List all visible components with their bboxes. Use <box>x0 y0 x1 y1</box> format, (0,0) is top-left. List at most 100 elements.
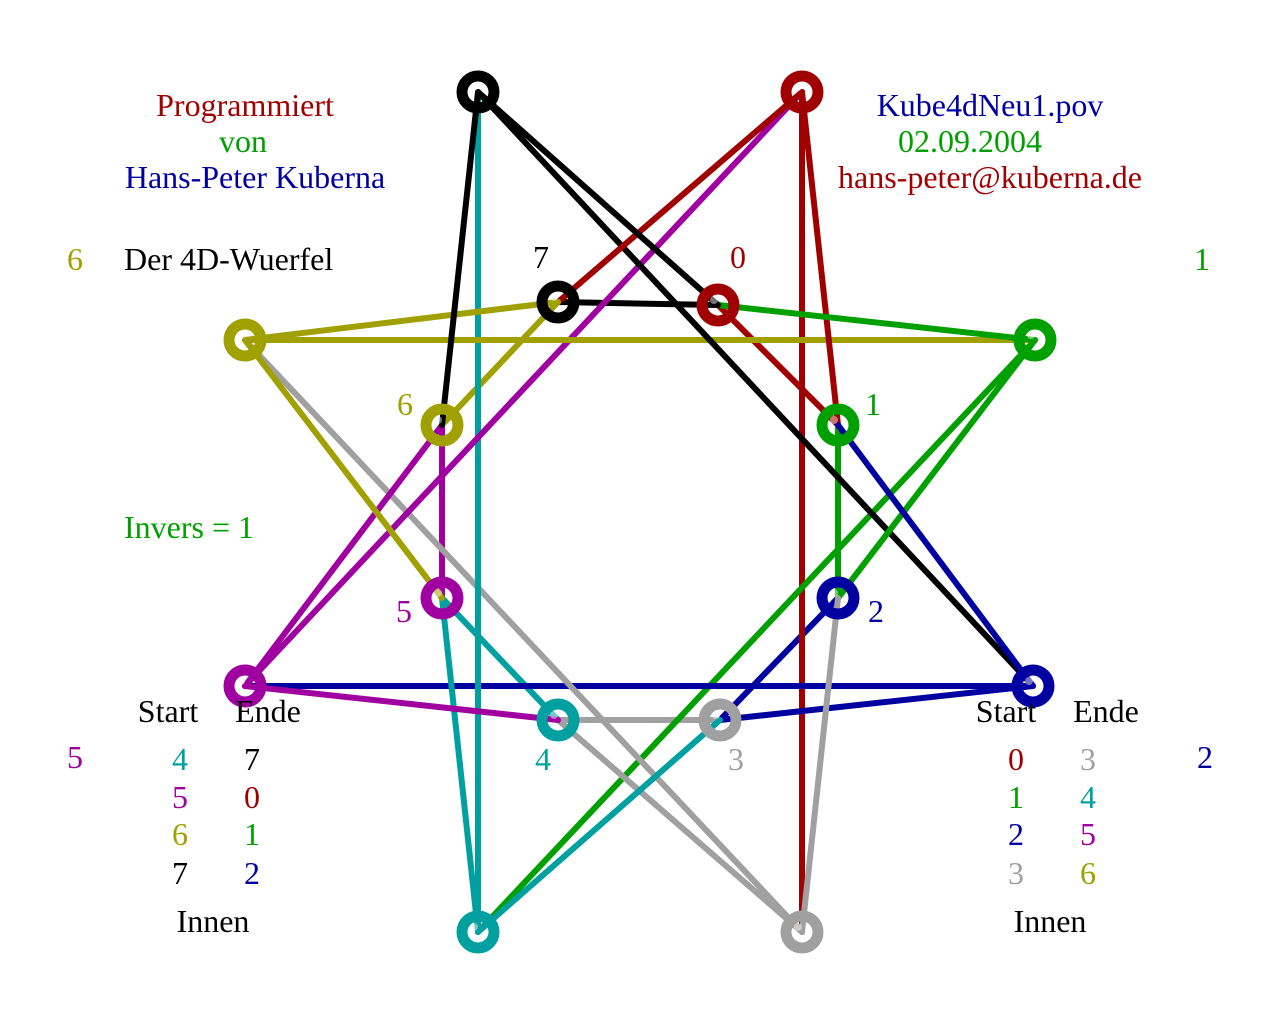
edge-o1-o4 <box>475 337 1038 935</box>
node-label-6: 6 <box>397 386 413 422</box>
node-highlight <box>794 923 802 931</box>
node-label-3: 3 <box>728 741 744 777</box>
header-right-line3: hans-peter@kuberna.de <box>838 159 1142 195</box>
edge-o4-i5 <box>439 595 481 935</box>
right-row-start: 0 <box>1008 741 1024 777</box>
node-ring-o4 <box>456 910 500 954</box>
edge-o1-i2 <box>835 337 1038 601</box>
edge-o0-i1 <box>799 89 841 428</box>
header-left-line1: Programmiert <box>156 87 334 123</box>
right-row-end: 3 <box>1080 741 1096 777</box>
edge-o3-i2 <box>799 595 841 935</box>
node-label-1: 1 <box>865 386 881 422</box>
subtitle-number: 6 <box>67 241 83 277</box>
left-start-header: Start <box>138 693 199 729</box>
node-highlight <box>550 293 558 301</box>
invers-label: Invers = 1 <box>124 509 254 545</box>
edge-o2-i1 <box>835 422 1036 689</box>
node-ring-i2 <box>816 576 860 620</box>
node-ring-o6 <box>223 318 267 362</box>
node-highlight <box>237 677 245 685</box>
right-row-end: 5 <box>1080 816 1096 852</box>
node-ring-o5 <box>223 664 267 708</box>
right-start-header: Start <box>976 693 1037 729</box>
node-ring-i7 <box>536 280 580 324</box>
node-layer <box>223 70 1057 954</box>
node-label-5: 5 <box>396 593 412 629</box>
right-footer: Innen <box>1014 903 1087 939</box>
node-label-0: 0 <box>730 239 746 275</box>
left-table: 5 Start Ende 4 7 5 0 6 1 7 2 Innen <box>67 693 301 939</box>
left-row-end: 7 <box>244 741 260 777</box>
node-ring-i3 <box>698 698 742 742</box>
left-row-end: 1 <box>244 816 260 852</box>
right-row-start: 1 <box>1008 779 1024 815</box>
header-left-line2: von <box>219 123 267 159</box>
node-label-4: 4 <box>535 741 551 777</box>
edge-o1-i0 <box>715 302 1038 343</box>
edge-o3-o6 <box>242 337 805 935</box>
right-row-start: 2 <box>1008 816 1024 852</box>
edge-o7-o2 <box>475 89 1036 689</box>
edge-i6-i7 <box>439 299 561 428</box>
edge-o2-i3 <box>717 683 1036 723</box>
node-highlight <box>1027 331 1035 339</box>
node-ring-i0 <box>696 283 740 327</box>
right-table: 2 Start Ende 0 3 1 4 2 5 3 6 Innen <box>976 693 1213 939</box>
left-row-start: 4 <box>172 741 188 777</box>
node-ring-i1 <box>816 403 860 447</box>
edge-i0-i1 <box>715 302 841 428</box>
edge-o3-i4 <box>555 717 805 935</box>
subtitle: Der 4D-Wuerfel <box>124 241 333 277</box>
header-right-line1: Kube4dNeu1.pov <box>877 87 1104 123</box>
left-end-header: Ende <box>235 693 301 729</box>
node-highlight <box>237 331 245 339</box>
header-right-line2: 02.09.2004 <box>898 123 1042 159</box>
edge-o7-i6 <box>439 89 481 428</box>
node-highlight <box>470 923 478 931</box>
edge-o7-i0 <box>475 89 721 308</box>
node-label-7: 7 <box>533 239 549 275</box>
header-left-line3: Hans-Peter Kuberna <box>125 159 385 195</box>
left-row-end: 2 <box>244 855 260 891</box>
edge-o4-i3 <box>475 717 723 935</box>
right-side-number: 2 <box>1197 739 1213 775</box>
node-ring-i6 <box>420 403 464 447</box>
node-highlight <box>830 416 838 424</box>
edge-o5-i6 <box>242 422 445 689</box>
right-row-start: 3 <box>1008 855 1024 891</box>
left-side-number: 5 <box>67 739 83 775</box>
right-end-header: Ende <box>1073 693 1139 729</box>
node-highlight <box>830 589 838 597</box>
edge-o6-i7 <box>242 299 561 343</box>
node-highlight <box>434 589 442 597</box>
right-row-end: 6 <box>1080 855 1096 891</box>
node-highlight <box>550 711 558 719</box>
left-row-start: 5 <box>172 779 188 815</box>
edge-o0-i7 <box>555 89 805 305</box>
left-footer: Innen <box>177 903 250 939</box>
node-highlight <box>470 83 478 91</box>
node-ring-o2 <box>1011 664 1055 708</box>
node-ring-o7 <box>456 70 500 114</box>
left-row-end: 0 <box>244 779 260 815</box>
edge-i7-i0 <box>555 299 721 308</box>
node-highlight <box>794 83 802 91</box>
edge-o6-i5 <box>242 337 445 601</box>
node-label-2: 2 <box>868 593 884 629</box>
edge-layer <box>242 89 1038 935</box>
node-highlight <box>434 416 442 424</box>
corner-right-number: 1 <box>1194 241 1210 277</box>
right-row-end: 4 <box>1080 779 1096 815</box>
node-highlight <box>1025 677 1033 685</box>
node-highlight <box>710 296 718 304</box>
edge-o5-o0 <box>242 89 805 689</box>
node-ring-o0 <box>780 70 824 114</box>
left-row-start: 6 <box>172 816 188 852</box>
node-ring-o3 <box>780 910 824 954</box>
node-ring-i4 <box>536 698 580 742</box>
edge-i2-i3 <box>717 595 841 723</box>
edge-o5-i4 <box>242 683 561 723</box>
node-highlight <box>712 711 720 719</box>
